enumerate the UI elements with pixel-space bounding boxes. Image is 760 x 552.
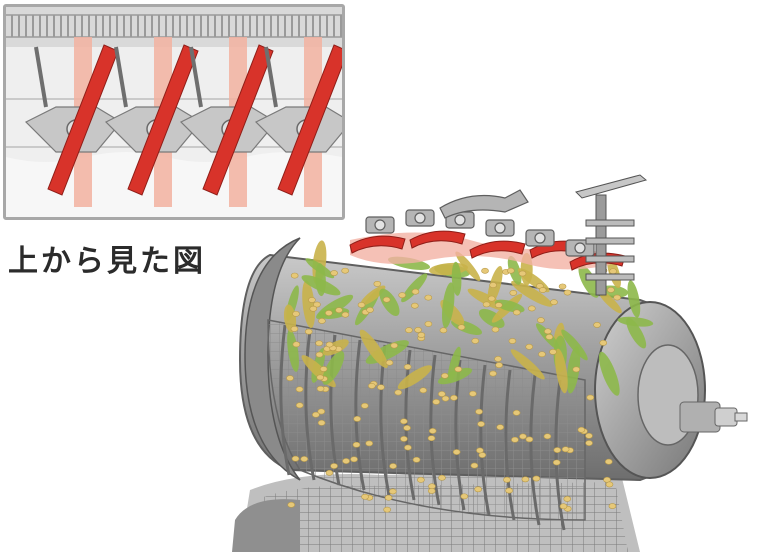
feed-unit bbox=[104, 37, 202, 207]
feed-unit bbox=[254, 37, 342, 207]
red-blade bbox=[349, 235, 406, 254]
drum-end-cap bbox=[594, 301, 748, 479]
red-blade bbox=[47, 44, 119, 196]
red-blade bbox=[409, 230, 466, 249]
red-blade bbox=[469, 240, 526, 259]
top-feed-mechanism bbox=[349, 174, 648, 296]
arm bbox=[264, 46, 278, 108]
gear-hub bbox=[574, 242, 586, 254]
gear-hub bbox=[494, 222, 506, 234]
caption-top-view: 上から見た図 bbox=[8, 244, 206, 279]
top-grating bbox=[6, 7, 342, 47]
feed-unit bbox=[24, 37, 122, 207]
top-view-illustration bbox=[6, 7, 342, 217]
gear-hub bbox=[454, 214, 466, 226]
gear-hub bbox=[414, 212, 426, 224]
arm bbox=[34, 46, 48, 108]
top-view-inset bbox=[3, 4, 345, 220]
gear-hub bbox=[534, 232, 546, 244]
grain-particles bbox=[286, 267, 621, 513]
arm bbox=[189, 46, 203, 108]
gear-hub bbox=[374, 219, 386, 231]
arm bbox=[114, 46, 128, 108]
feed-unit bbox=[179, 37, 277, 207]
red-blade bbox=[277, 44, 342, 196]
upper-gear-assembly bbox=[439, 189, 529, 219]
